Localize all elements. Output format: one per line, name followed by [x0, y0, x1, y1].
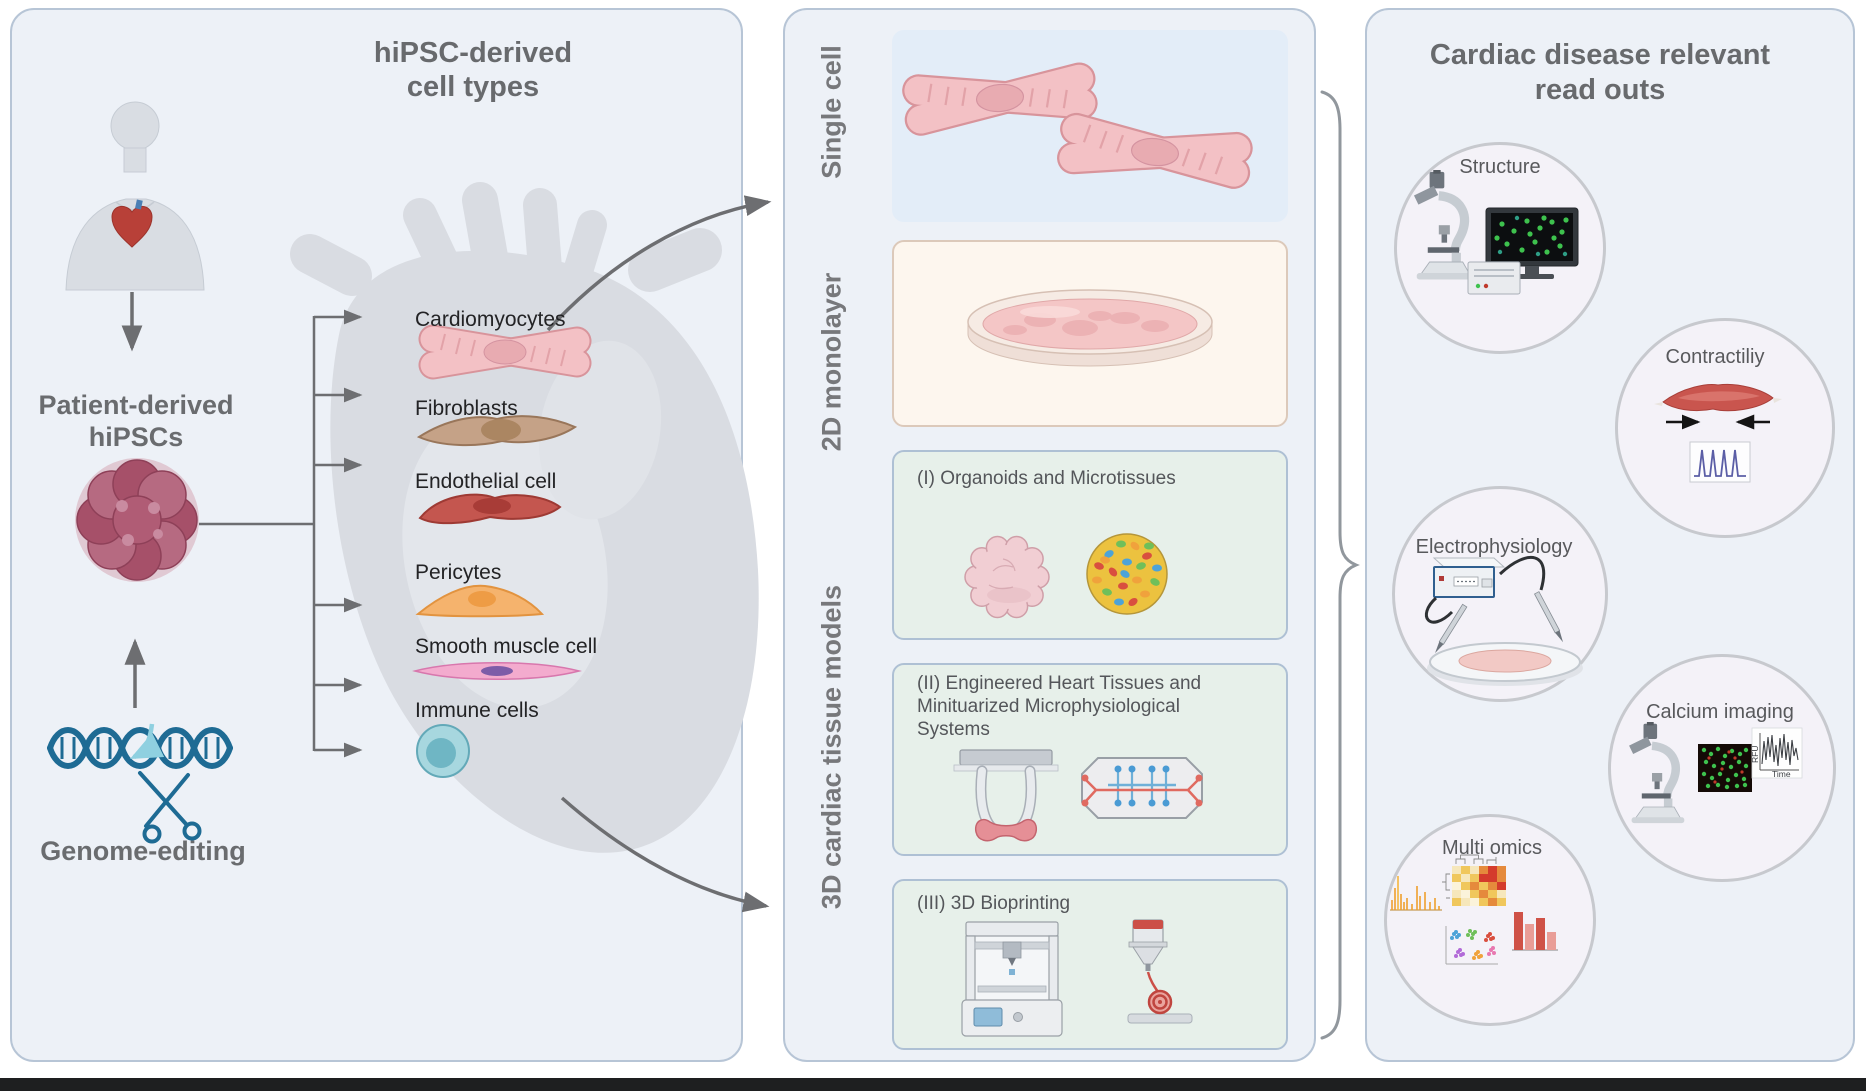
readout-label-contractility: Contractiliy: [1665, 346, 1765, 368]
cell-type-label-endothelial: Endothelial cell: [415, 470, 557, 493]
readout-label-structure: Structure: [1459, 156, 1541, 178]
patient-derived-label-line2: hiPSCs: [88, 422, 184, 452]
cell-type-label-fibroblasts: Fibroblasts: [415, 397, 518, 420]
section-label-3d-models: 3D cardiac tissue models: [816, 584, 847, 910]
bioprinting-box: [892, 879, 1288, 1050]
right-panel-title-line2: read outs: [1534, 74, 1666, 106]
readout-label-electrophysiology: Electrophysiology: [1415, 536, 1573, 558]
readout-circle-multiomics: [1384, 814, 1596, 1026]
single-cell-box: [892, 30, 1288, 222]
cell-type-label-cardiomyocytes: Cardiomyocytes: [415, 308, 566, 331]
right-panel-title-line1: Cardiac disease relevant: [1429, 39, 1771, 71]
bottom-bar: [0, 1078, 1866, 1091]
readout-circle-calcium: [1608, 654, 1836, 882]
patient-derived-label-line1: Patient-derived: [38, 390, 234, 420]
section-label-2d-monolayer: 2D monolayer: [816, 272, 847, 452]
left-panel-title-line2: cell types: [406, 71, 540, 103]
organoids-box-label: (I) Organoids and Microtissues: [917, 468, 1176, 489]
readout-circle-contractility: [1615, 318, 1835, 538]
cell-type-label-immune: Immune cells: [415, 699, 539, 722]
left-panel: [10, 8, 743, 1062]
readout-label-calcium: Calcium imaging: [1646, 701, 1794, 723]
genome-editing-label: Genome-editing: [40, 836, 246, 866]
readout-label-multiomics: Multi omics: [1441, 837, 1542, 859]
readout-circle-electrophysiology: [1392, 486, 1608, 702]
section-label-single-cell: Single cell: [816, 45, 847, 179]
curly-brace: [1320, 90, 1360, 1040]
bioprinting-box-label: (III) 3D Bioprinting: [917, 893, 1071, 914]
eht-mps-box-label: (II) Engineered Heart Tissues and Minitu…: [917, 673, 1202, 740]
cell-type-label-pericytes: Pericytes: [415, 561, 502, 584]
left-panel-title-line1: hiPSC-derived: [373, 37, 573, 69]
monolayer-2d-box: [892, 240, 1288, 427]
cell-type-label-smooth-muscle: Smooth muscle cell: [415, 635, 598, 658]
